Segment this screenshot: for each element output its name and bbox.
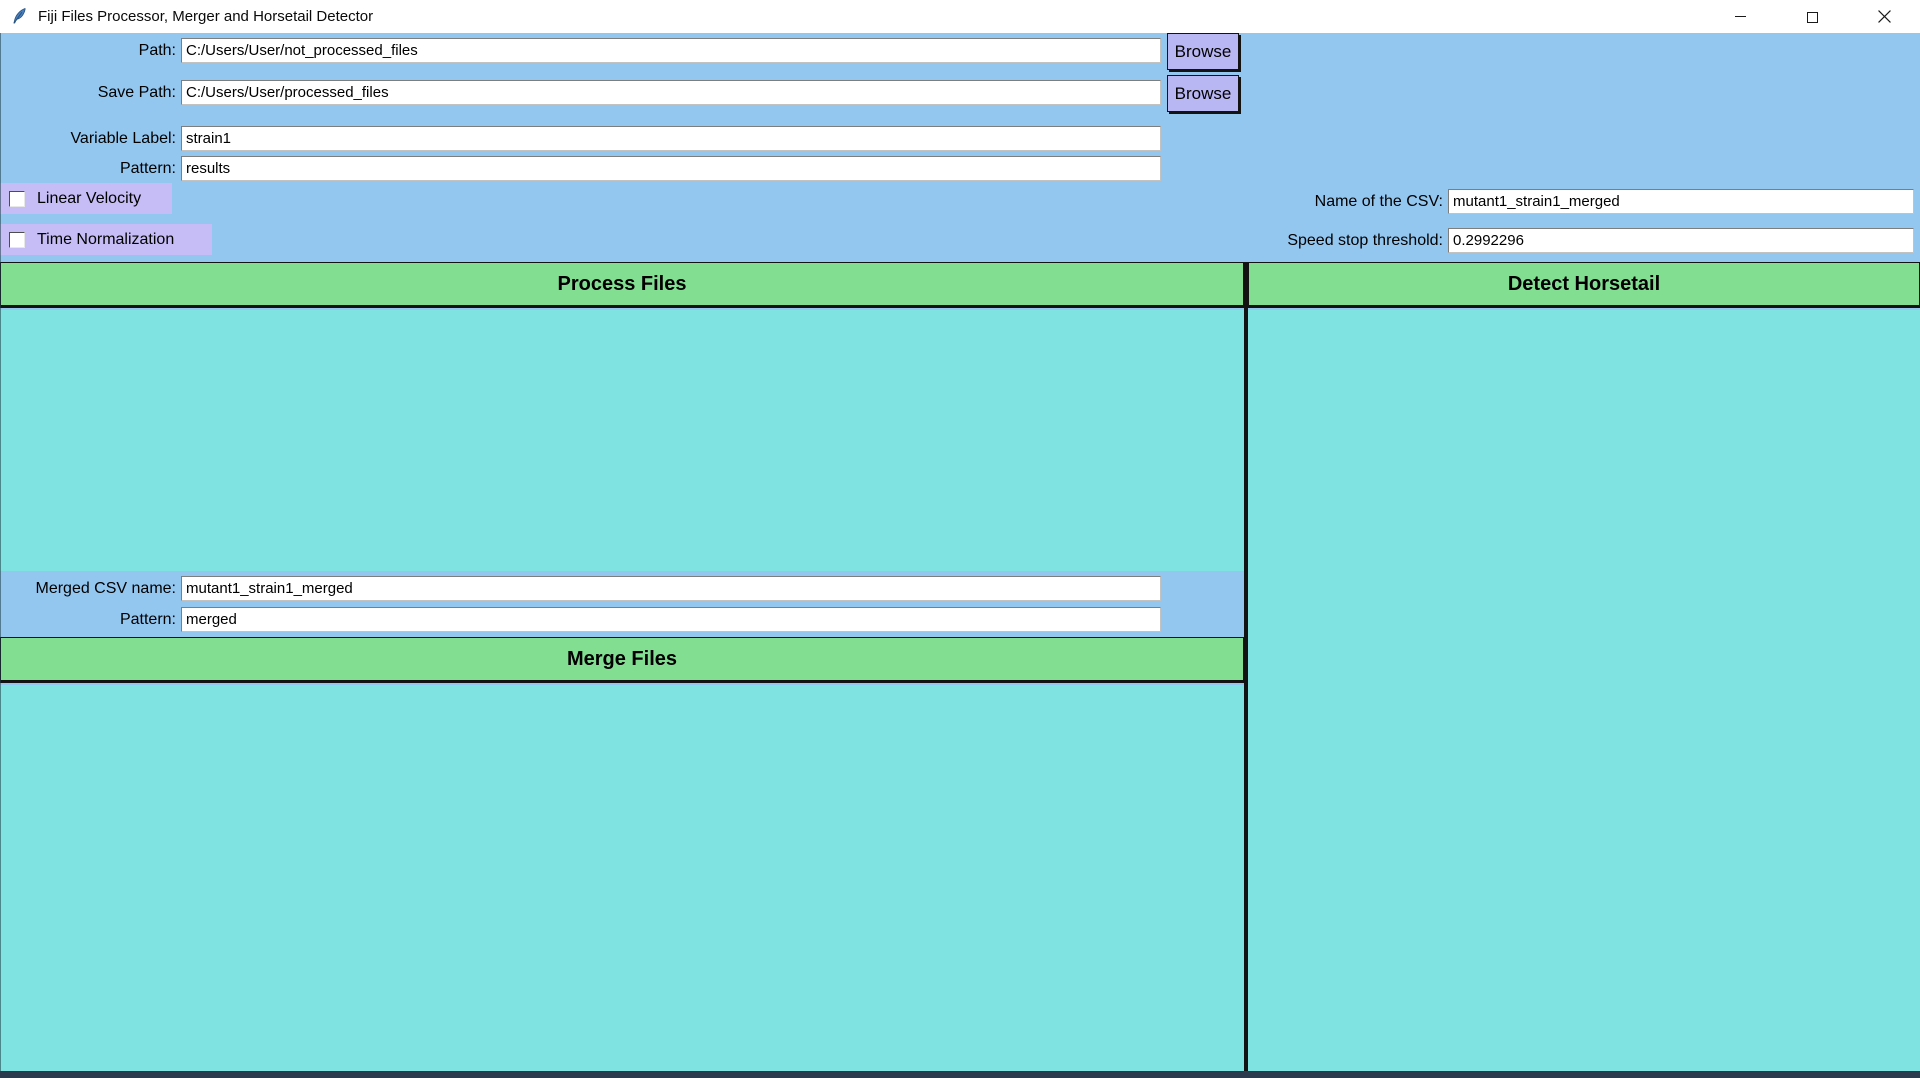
window-left-border — [0, 33, 1, 1071]
detect-horsetail-button[interactable]: Detect Horsetail — [1248, 262, 1920, 308]
csv-name-label: Name of the CSV: — [1314, 193, 1443, 210]
path-input[interactable] — [181, 38, 1161, 63]
linear-velocity-checkbox[interactable]: Linear Velocity — [0, 183, 172, 214]
save-path-label: Save Path: — [97, 84, 176, 101]
checkbox-icon — [9, 231, 25, 248]
pattern-label: Pattern: — [119, 160, 176, 177]
csv-name-input[interactable] — [1448, 189, 1914, 214]
close-button[interactable] — [1848, 0, 1920, 33]
process-files-button[interactable]: Process Files — [0, 262, 1244, 308]
minimize-icon — [1734, 16, 1746, 17]
merged-csv-name-label: Merged CSV name: — [35, 580, 176, 597]
close-icon — [1877, 10, 1891, 23]
taskbar-edge — [0, 1071, 1920, 1078]
variable-label-input[interactable] — [181, 126, 1161, 151]
merge-files-button[interactable]: Merge Files — [0, 637, 1244, 683]
time-normalization-checkbox[interactable]: Time Normalization — [0, 224, 212, 255]
variable-label-label: Variable Label: — [70, 130, 176, 147]
linear-velocity-label: Linear Velocity — [37, 189, 142, 207]
speed-threshold-input[interactable] — [1448, 228, 1914, 253]
merge-pattern-input[interactable] — [181, 607, 1161, 632]
merge-output-area[interactable] — [0, 685, 1246, 1071]
path-label: Path: — [138, 42, 176, 59]
time-normalization-label: Time Normalization — [37, 230, 175, 248]
python-feather-icon — [10, 7, 29, 26]
pattern-input[interactable] — [181, 156, 1161, 181]
checkbox-icon — [9, 190, 25, 207]
merge-pattern-label: Pattern: — [119, 611, 176, 628]
save-path-input[interactable] — [181, 80, 1161, 105]
merged-csv-name-input[interactable] — [181, 576, 1161, 601]
window-title: Fiji Files Processor, Merger and Horseta… — [38, 8, 374, 25]
column-divider — [1244, 262, 1248, 1071]
path-browse-button[interactable]: Browse — [1167, 33, 1239, 70]
restore-icon — [1806, 9, 1820, 23]
process-output-area[interactable] — [0, 310, 1246, 571]
save-path-browse-button[interactable]: Browse — [1167, 75, 1239, 112]
speed-threshold-label: Speed stop threshold: — [1287, 232, 1443, 249]
window-controls — [1704, 0, 1920, 33]
minimize-button[interactable] — [1704, 0, 1776, 33]
detect-output-area[interactable] — [1248, 310, 1920, 1071]
restore-button[interactable] — [1776, 0, 1848, 33]
titlebar: Fiji Files Processor, Merger and Horseta… — [0, 0, 1920, 33]
